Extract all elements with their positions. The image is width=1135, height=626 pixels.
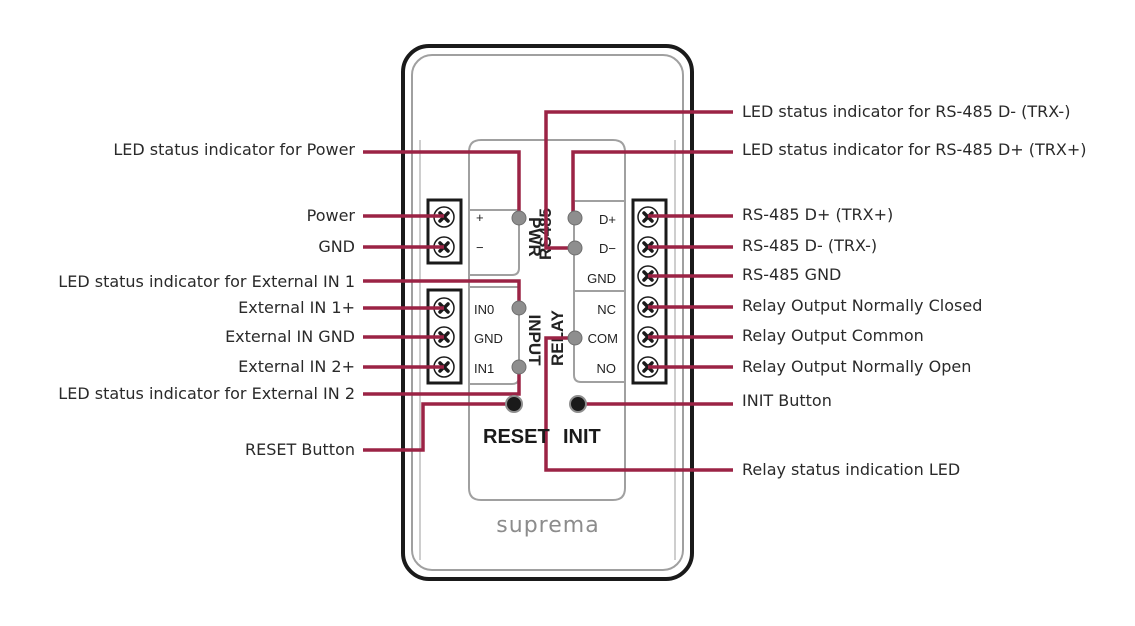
input-in1-led: [511, 300, 527, 316]
callout-left-label: External IN GND: [225, 327, 355, 346]
pwr-led: [511, 210, 527, 226]
callout-left-label: Power: [307, 206, 356, 225]
init-button[interactable]: [569, 395, 587, 413]
pwr-plus-label: +: [476, 210, 484, 225]
rs485-dplus-led: [567, 210, 583, 226]
input-in2-led: [511, 359, 527, 375]
relay-com-label: COM: [588, 331, 618, 346]
callout-right-label: RS-485 D- (TRX-): [742, 236, 877, 255]
device-outer-frame: [401, 44, 694, 581]
leader-rs485-dminus-led: [544, 110, 733, 250]
rs485-gnd-label: GND: [587, 271, 616, 286]
callout-right-label: Relay Output Normally Closed: [742, 296, 982, 315]
callout-right-label: Relay Output Normally Open: [742, 357, 971, 376]
input-in1-label: IN1: [474, 361, 494, 376]
callout-left-label: LED status indicator for Power: [113, 140, 355, 159]
reset-button[interactable]: [505, 395, 523, 413]
pwr-minus-label: −: [476, 240, 484, 255]
callout-left-label: LED status indicator for External IN 2: [58, 384, 355, 403]
callout-right-label: LED status indicator for RS-485 D+ (TRX+…: [742, 140, 1087, 159]
callout-right-label: INIT Button: [742, 391, 832, 410]
device-inner-frame: [411, 54, 684, 571]
rs485-relay-terminal-block: [631, 198, 668, 385]
relay-no-label: NO: [597, 361, 617, 376]
callout-left-label: External IN 2+: [238, 357, 355, 376]
callout-right-label: RS-485 GND: [742, 265, 841, 284]
pwr-box: [469, 209, 520, 276]
rs485-dplus-label: D+: [599, 212, 616, 227]
rs485-dminus-led: [567, 240, 583, 256]
callout-right-label: Relay status indication LED: [742, 460, 960, 479]
leader-in2-led: [363, 367, 521, 396]
leader-in1-led: [363, 279, 521, 308]
leader-relay-led: [544, 336, 733, 472]
init-button-label: INIT: [563, 426, 601, 448]
input-in0-label: IN0: [474, 302, 494, 317]
brand-logo: suprema: [496, 513, 599, 538]
leader-pwr-led: [363, 150, 521, 218]
callout-left-label: RESET Button: [245, 440, 355, 459]
callout-right-label: LED status indicator for RS-485 D- (TRX-…: [742, 102, 1070, 121]
input-gnd-label: GND: [474, 331, 503, 346]
callout-left-label: LED status indicator for External IN 1: [58, 272, 355, 291]
input-panel-label: INPUT: [525, 315, 544, 367]
rs485-dminus-label: D−: [599, 241, 616, 256]
rs485-relay-box: [573, 200, 625, 383]
reset-button-label: RESET: [483, 426, 550, 448]
callout-left-label: External IN 1+: [238, 298, 355, 317]
leader-rs485-dplus-led: [571, 150, 733, 218]
pwr-panel-label: PWR: [525, 217, 544, 257]
relay-status-led: [567, 330, 583, 346]
callout-left-label: GND: [318, 237, 355, 256]
leader-reset: [363, 402, 514, 452]
callout-right-label: Relay Output Common: [742, 326, 924, 345]
callout-right-label: RS-485 D+ (TRX+): [742, 205, 893, 224]
relay-nc-label: NC: [597, 302, 616, 317]
